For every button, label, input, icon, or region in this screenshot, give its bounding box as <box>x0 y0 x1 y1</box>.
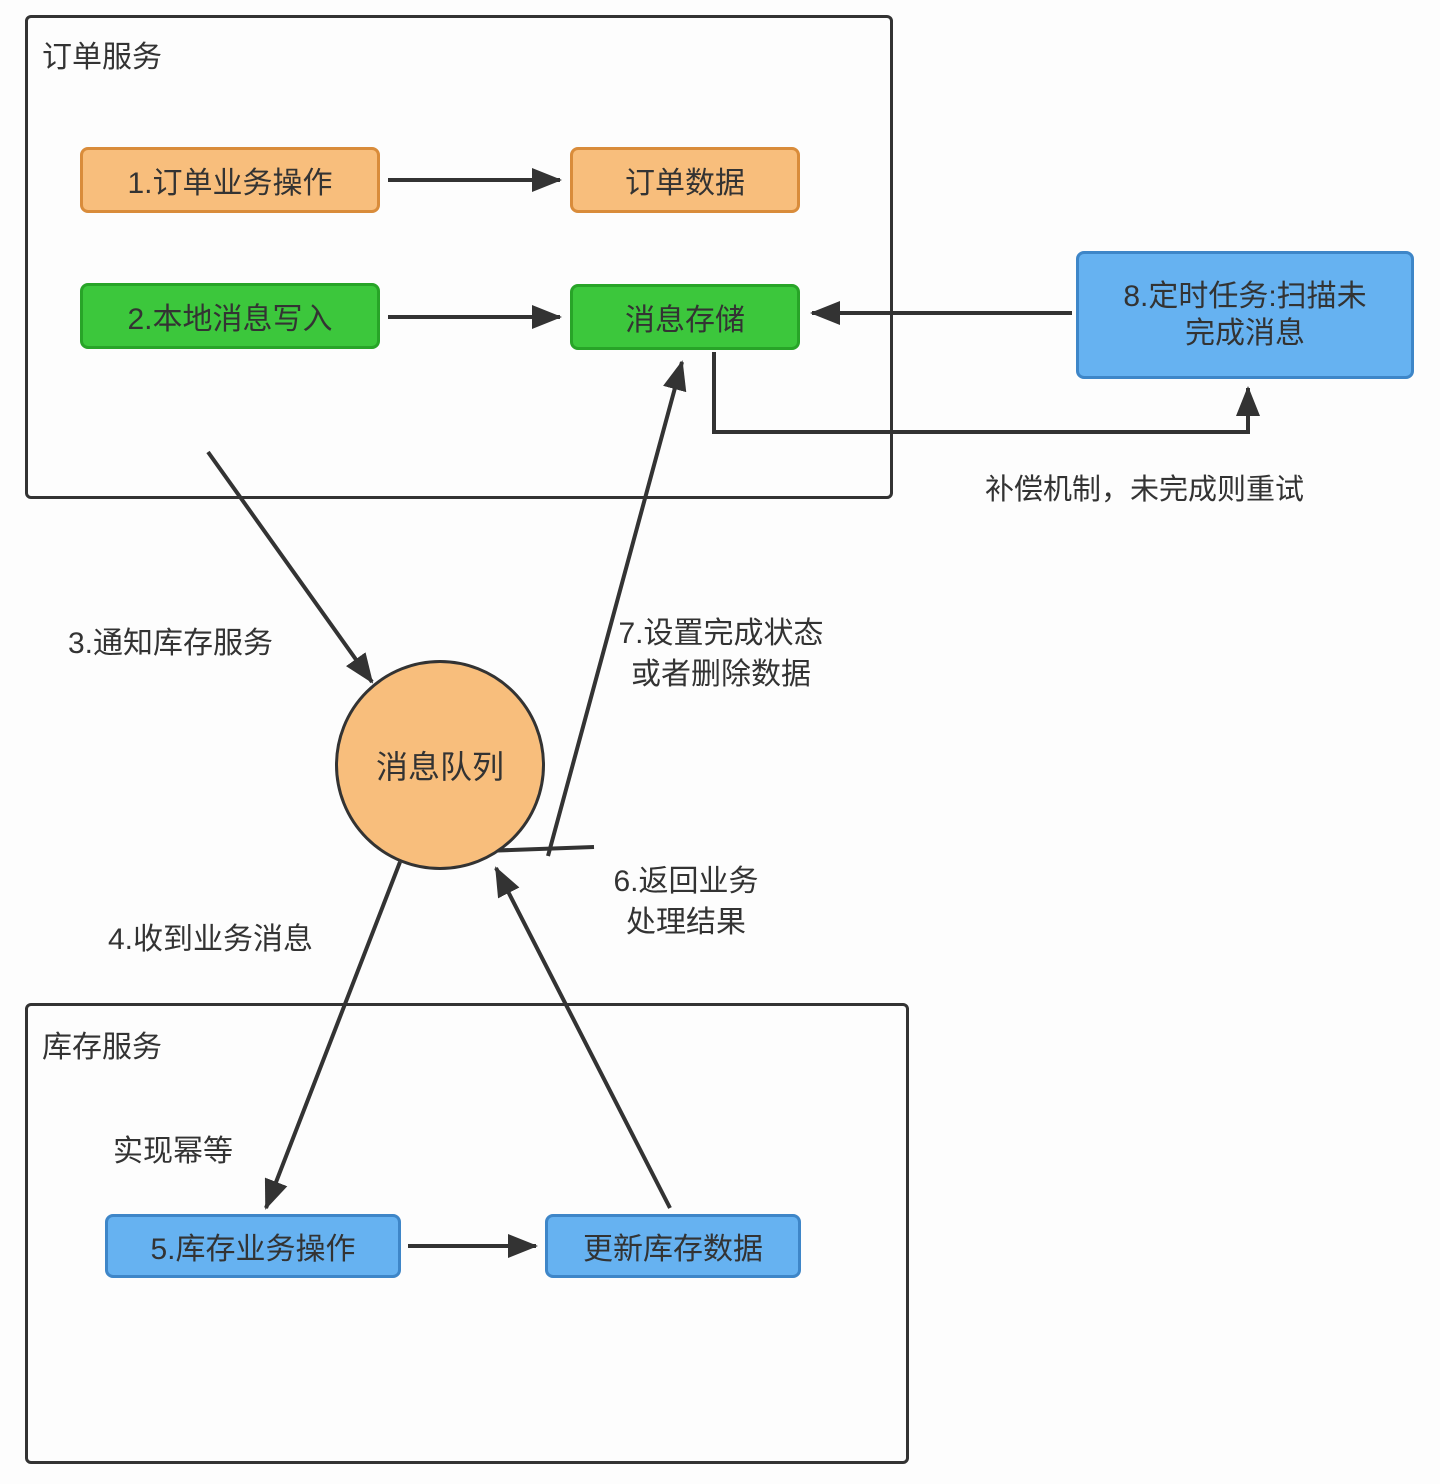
label-idempotent: 实现幂等 <box>113 1135 233 1168</box>
box-inventory-business-op: 5.库存业务操作 <box>105 1214 401 1278</box>
order-service-container <box>25 15 893 499</box>
compensation-note: 补偿机制，未完成则重试 <box>985 474 1305 506</box>
box-order-business-op: 1.订单业务操作 <box>80 147 380 213</box>
message-queue-circle: 消息队列 <box>335 660 545 870</box>
label-step7: 7.设置完成状态 或者删除数据 <box>618 617 824 691</box>
label-step4: 4.收到业务消息 <box>108 923 314 956</box>
box-scheduled-task: 8.定时任务:扫描未 完成消息 <box>1076 251 1414 379</box>
label-step6: 6.返回业务 处理结果 <box>613 865 759 939</box>
inventory-service-container <box>25 1003 909 1464</box>
label-step3: 3.通知库存服务 <box>68 627 274 660</box>
box-msg-store: 消息存储 <box>570 284 800 350</box>
box-local-msg-write: 2.本地消息写入 <box>80 283 380 349</box>
inventory-service-title: 库存服务 <box>42 1031 162 1064</box>
box-update-inventory: 更新库存数据 <box>545 1214 801 1278</box>
box-order-data: 订单数据 <box>570 147 800 213</box>
order-service-title: 订单服务 <box>42 41 162 74</box>
